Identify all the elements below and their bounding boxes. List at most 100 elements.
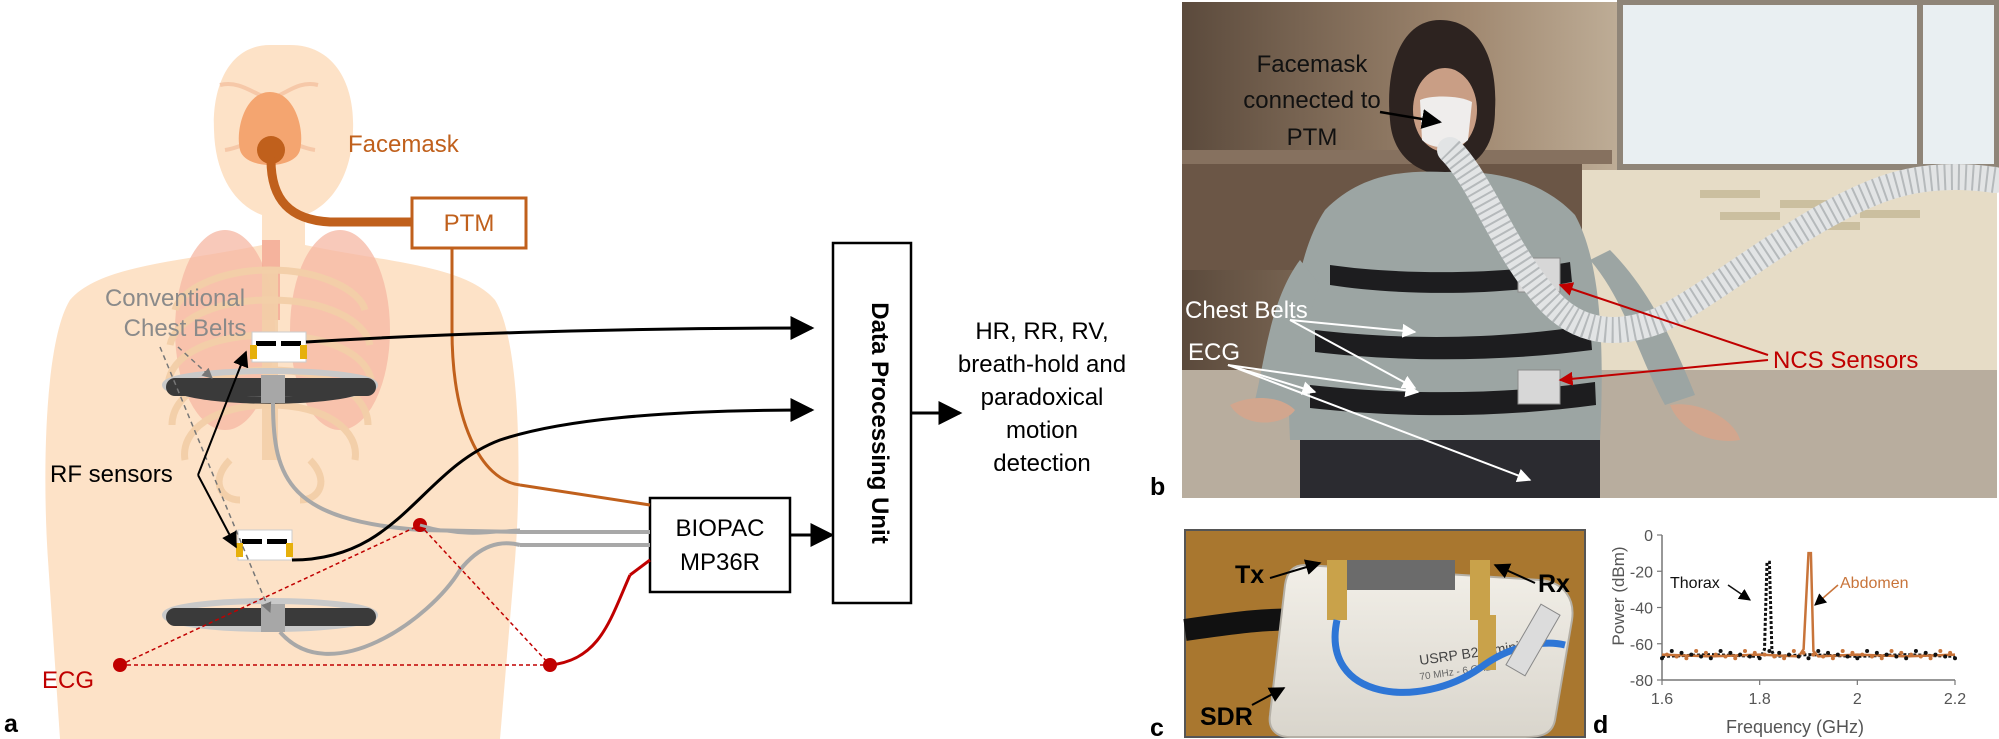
chart-y-tick-label: 0 [1644, 528, 1653, 545]
ecg-wire-red [549, 574, 632, 667]
chart-noise-point [1728, 650, 1733, 655]
sdr-tx-connector [1327, 560, 1347, 620]
chart-y-tick-label: -80 [1630, 673, 1653, 690]
rf-lower-to-dpu-arrow [291, 398, 815, 562]
chart-noise-point [1777, 650, 1782, 655]
panel-a-letter: a [4, 710, 19, 738]
sdr-rx-connector [1470, 560, 1490, 620]
chart-noise-point [1674, 654, 1679, 659]
ecg-wire-top [419, 523, 521, 535]
abdomen-annotation-arrow [1814, 584, 1839, 606]
chart-noise-point [1782, 656, 1787, 661]
chart-noise-point [1918, 654, 1923, 659]
photo-desk-top [1182, 150, 1612, 164]
wire-into-biopac-red [629, 558, 651, 577]
belt-pointer-lower [159, 346, 272, 613]
ecg-label: ECG [42, 667, 94, 694]
sdr-rx-arrow [1493, 563, 1536, 584]
panel-b: Facemask connected to PTM Chest Belts EC… [1150, 0, 1999, 501]
chart-noise-point [1850, 650, 1855, 655]
chart-noise-point [1816, 649, 1821, 653]
chart-noise-point [1689, 652, 1694, 657]
chart-noise-point [1913, 649, 1918, 653]
photo-ecg-arrow-3 [1227, 364, 1532, 483]
output-line-3: paradoxical [981, 384, 1104, 411]
chart-noise-point [1738, 652, 1743, 657]
chart-noise-point [1762, 652, 1767, 657]
panel-c: USRP B200mini 70 MHz - 6 GHz Tx Rx SDR c [1150, 529, 1586, 739]
sdr-tx-label: Tx [1235, 561, 1264, 589]
photo-belt-arrow-1 [1289, 319, 1417, 338]
photo-facemask-line2: connected to [1243, 87, 1380, 114]
chart-series-abdomen [1661, 551, 1956, 658]
chart-noise-point [1826, 650, 1831, 655]
photo-facemask-line3: PTM [1287, 124, 1338, 151]
chart-noise-point [1664, 652, 1669, 657]
chart-noise-point [1909, 652, 1914, 657]
chart-noise-point [1752, 650, 1757, 655]
conventional-belts-line2: Chest Belts [124, 315, 247, 342]
chart-noise-point [1904, 656, 1909, 661]
chart-noise-point [1830, 656, 1835, 661]
sdr-label: SDR [1200, 703, 1253, 731]
conventional-belts-line1: Conventional [105, 285, 245, 312]
chart-noise-point [1933, 652, 1938, 657]
chart-noise-point [1899, 650, 1904, 655]
photo-window [1620, 2, 1997, 167]
chart-noise-point [1757, 656, 1762, 661]
output-line-2: breath-hold and [958, 351, 1126, 378]
chart-noise-point [1928, 656, 1933, 661]
chart-noise-point [1801, 650, 1806, 655]
photo-ncs-label: NCS Sensors [1773, 347, 1918, 374]
photo-belt-mid [1315, 325, 1592, 360]
chart-noise-point [1845, 654, 1850, 659]
photo-breathing-tube-ribs [1440, 140, 1997, 343]
chart-noise-point [1713, 652, 1718, 657]
rf-sensors-label: RF sensors [50, 461, 173, 488]
chest-belt-lower [162, 598, 378, 632]
sdr-tx-arrow [1269, 559, 1322, 579]
chart-noise-point [1860, 652, 1865, 657]
chart-noise-point [1699, 654, 1704, 659]
belt-pointer-upper [177, 346, 213, 379]
dpu-label: Data Processing Unit [866, 302, 893, 543]
sdr-heatsink [1345, 560, 1455, 590]
ptm-to-biopac-line [450, 248, 521, 487]
output-line-5: detection [993, 450, 1090, 477]
chart-x-tick-label: 2.2 [1944, 691, 1966, 708]
chart-noise-point [1718, 649, 1723, 653]
photo-ecg-label: ECG [1188, 339, 1240, 366]
sdr-rx-label: Rx [1538, 570, 1570, 598]
chart-noise-point [1943, 654, 1948, 659]
sdr-attenuator [1505, 603, 1561, 677]
dpu-box [831, 241, 913, 605]
chart-noise-point [1806, 656, 1811, 661]
chart-noise-point [1694, 649, 1699, 653]
chart-y-tick-label: -20 [1630, 564, 1653, 581]
belt-wire-upper [271, 402, 521, 534]
chart-noise-point [1840, 649, 1845, 653]
facemask-label: Facemask [348, 131, 460, 158]
chart-noise-point [1786, 652, 1791, 657]
photo-facemask-arrow [1379, 109, 1442, 129]
chart-noise-point [1923, 650, 1928, 655]
chart-noise-point [1865, 649, 1870, 653]
chart-noise-point [1835, 652, 1840, 657]
chart-noise-point [1679, 650, 1684, 655]
chart-noise-point [1855, 656, 1860, 661]
chart-x-tick-label: 2 [1853, 691, 1862, 708]
wire-into-biopac-orange [519, 483, 651, 507]
chart-xlabel: Frequency (GHz) [1726, 717, 1864, 737]
photo-ncs-arrow-2 [1558, 359, 1769, 386]
biopac-box [648, 496, 792, 594]
sdr-arrow [1251, 687, 1286, 706]
thorax-annotation: Thorax [1670, 575, 1720, 592]
facemask-illustration [219, 82, 319, 165]
chart-noise-point [1747, 654, 1752, 659]
chart-noise-point [1938, 649, 1943, 653]
chart-ylabel: Power (dBm) [1609, 546, 1628, 645]
chart-noise-point [1703, 650, 1708, 655]
chart-noise-point [1869, 654, 1874, 659]
